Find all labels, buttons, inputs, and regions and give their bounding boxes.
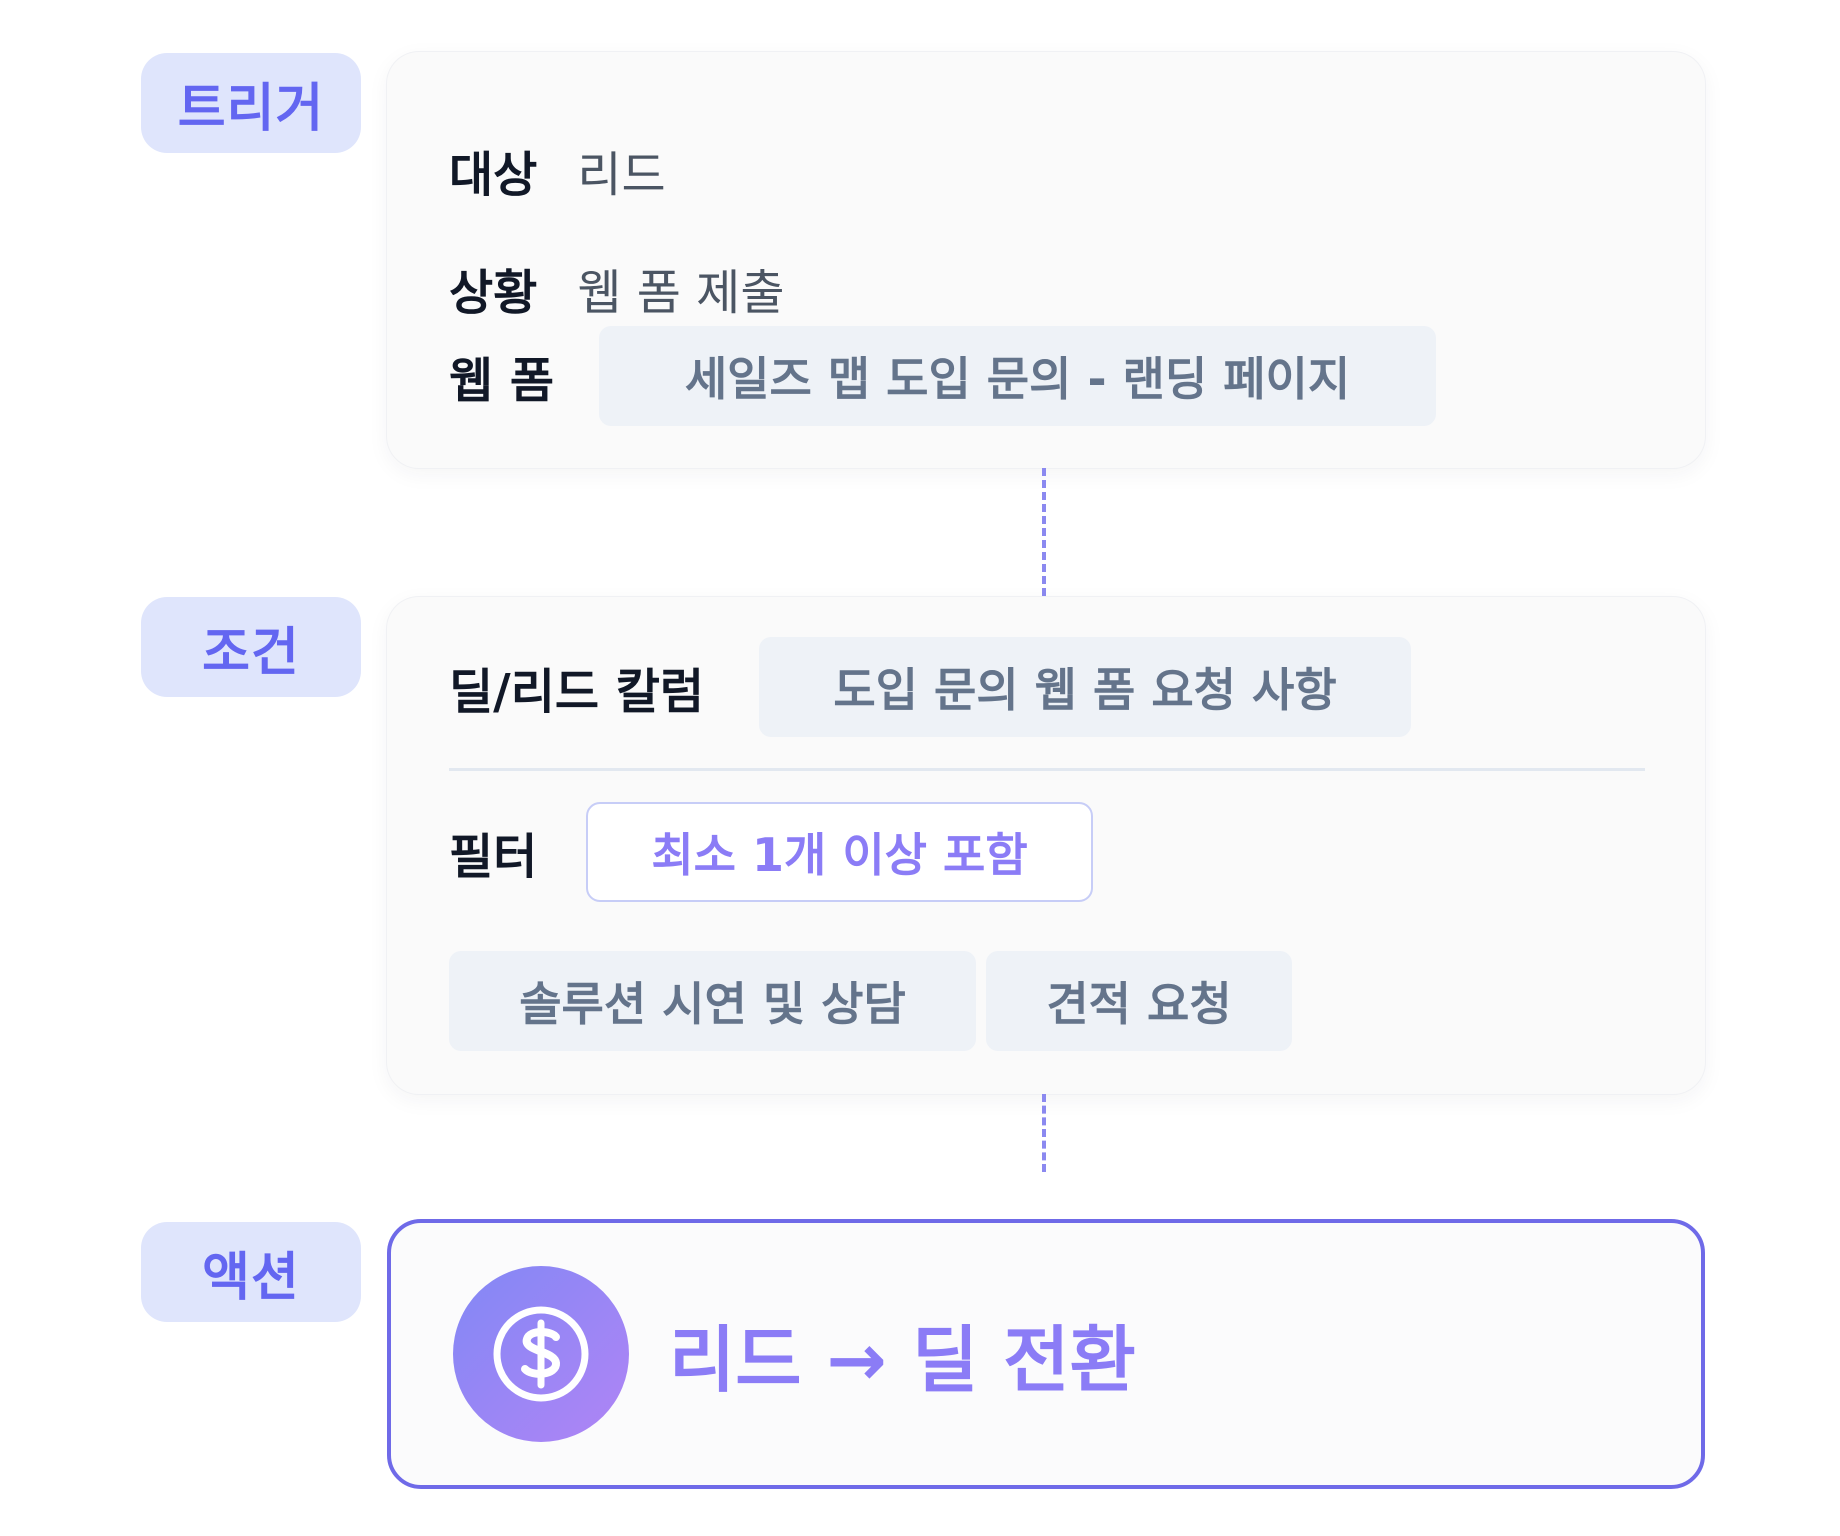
filter-options: 솔루션 시연 및 상담 견적 요청 — [449, 951, 1292, 1051]
condition-tag: 조건 — [141, 597, 361, 697]
trigger-tag: 트리거 — [141, 53, 361, 153]
filter-option-chip[interactable]: 견적 요청 — [986, 951, 1292, 1051]
column-label: 딜/리드 칼럼 — [449, 664, 705, 720]
filter-mode-chip[interactable]: 최소 1개 이상 포함 — [586, 802, 1093, 902]
target-row: 대상 리드 — [449, 140, 666, 203]
filter-label: 필터 — [449, 829, 538, 885]
target-value: 리드 — [577, 147, 666, 203]
target-label: 대상 — [449, 147, 538, 203]
dollar-coin-icon — [453, 1266, 629, 1442]
webform-chip[interactable]: 세일즈 맵 도입 문의 - 랜딩 페이지 — [599, 326, 1436, 426]
situation-value: 웹 폼 제출 — [577, 265, 785, 321]
webform-label: 웹 폼 — [449, 353, 555, 409]
dollar-icon — [493, 1306, 589, 1402]
action-label: 리드 → 딜 전환 — [669, 1317, 1136, 1402]
action-card[interactable]: 리드 → 딜 전환 — [387, 1219, 1705, 1489]
flow-connector — [1042, 468, 1046, 596]
situation-row: 상황 웹 폼 제출 — [449, 258, 784, 321]
flow-connector — [1042, 1094, 1046, 1172]
condition-divider — [449, 768, 1645, 771]
webform-row: 웹 폼 세일즈 맵 도입 문의 - 랜딩 페이지 — [449, 326, 1436, 426]
action-tag: 액션 — [141, 1222, 361, 1322]
situation-label: 상황 — [449, 265, 538, 321]
column-row: 딜/리드 칼럼 도입 문의 웹 폼 요청 사항 — [449, 637, 1411, 737]
trigger-card[interactable]: 대상 리드 상황 웹 폼 제출 웹 폼 세일즈 맵 도입 문의 - 랜딩 페이지 — [387, 52, 1705, 468]
filter-row: 필터 최소 1개 이상 포함 — [449, 802, 1093, 902]
condition-card[interactable]: 딜/리드 칼럼 도입 문의 웹 폼 요청 사항 필터 최소 1개 이상 포함 솔… — [387, 597, 1705, 1094]
column-chip[interactable]: 도입 문의 웹 폼 요청 사항 — [759, 637, 1411, 737]
filter-option-chip[interactable]: 솔루션 시연 및 상담 — [449, 951, 976, 1051]
